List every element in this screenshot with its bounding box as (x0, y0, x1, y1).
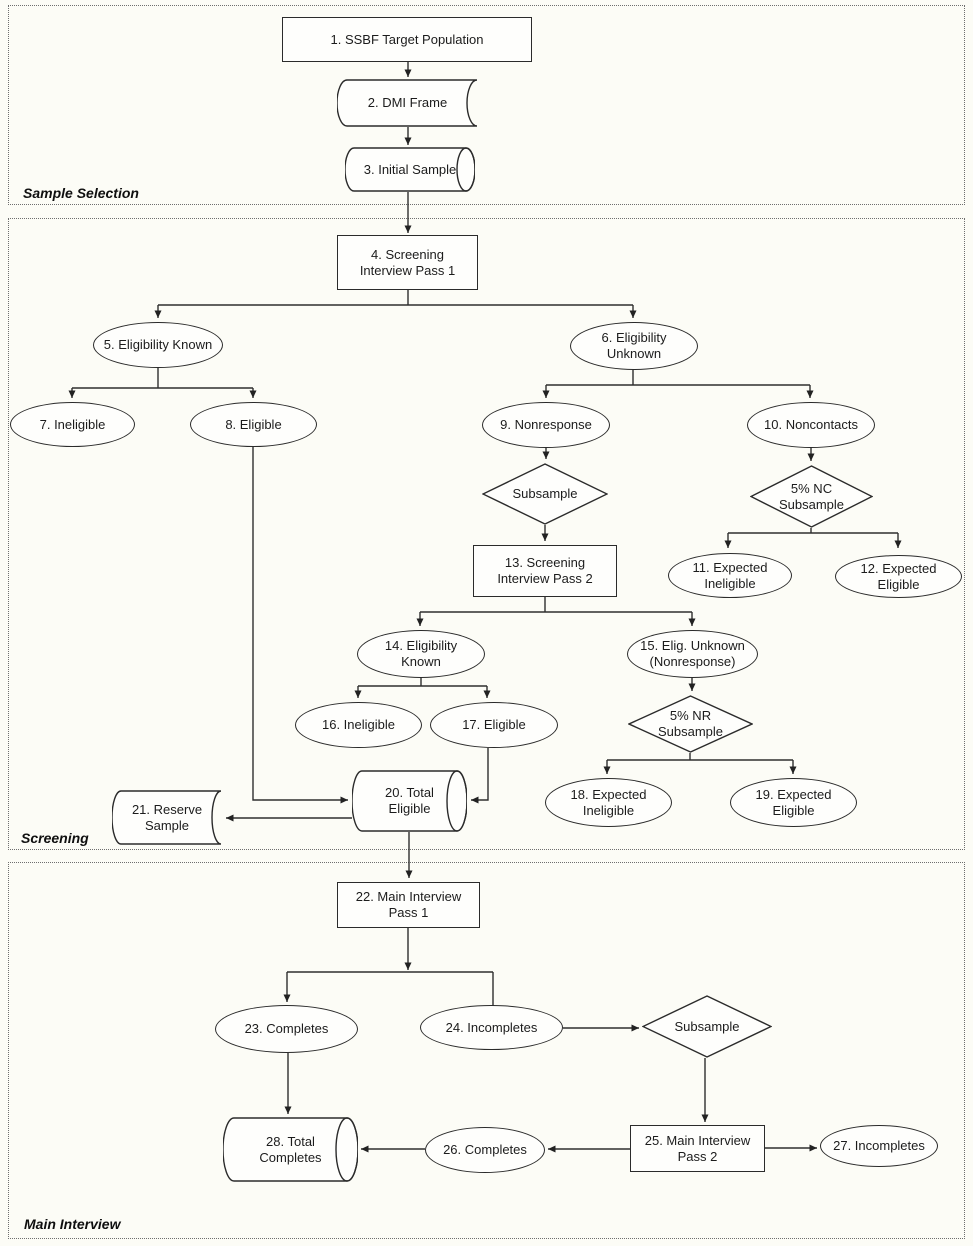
node-label: 19. Expected Eligible (755, 786, 832, 818)
node-15-elig-unknown-nonresponse: 15. Elig. Unknown (Nonresponse) (627, 630, 758, 678)
node-label: 14. Eligibility Known (384, 638, 458, 669)
node-label: 7. Ineligible (39, 416, 106, 432)
node-label: 6. Eligibility Unknown (601, 330, 667, 361)
diamond-shape (628, 695, 753, 753)
edge-4-branch (154, 290, 637, 318)
node-label: 20. Total Eligible (385, 785, 434, 816)
section-main-interview: Main Interview (8, 862, 965, 1239)
edge-14-branch (354, 678, 491, 698)
node-subsample-main-diamond: Subsample (642, 995, 772, 1058)
node-label: 8. Eligible (225, 416, 282, 432)
node-26-completes: 26. Completes (425, 1127, 545, 1173)
cylinder-shape (223, 1117, 358, 1182)
node-23-completes: 23. Completes (215, 1005, 358, 1053)
node-label: 26. Completes (443, 1142, 527, 1158)
node-label: 22. Main Interview Pass 1 (355, 889, 462, 920)
stored-data-shape (112, 790, 222, 845)
stored-data-shape (337, 79, 478, 127)
cylinder-shape (345, 147, 475, 192)
node-label: 15. Elig. Unknown (Nonresponse) (640, 638, 745, 669)
node-label: 11. Expected Ineligible (692, 559, 768, 591)
node-3-initial-sample: 3. Initial Sample (345, 147, 475, 192)
section-sample-selection: Sample Selection (8, 5, 965, 205)
node-25-main-interview-pass-2: 25. Main Interview Pass 2 (630, 1125, 765, 1172)
node-7-ineligible: 7. Ineligible (10, 402, 135, 447)
node-label: 10. Noncontacts (764, 417, 858, 433)
node-5pct-nr-subsample-diamond: 5% NR Subsample (628, 695, 753, 753)
node-19-expected-eligible: 19. Expected Eligible (730, 778, 857, 827)
node-8-eligible: 8. Eligible (190, 402, 317, 447)
section-label-sample-selection: Sample Selection (23, 185, 139, 201)
node-label: 5% NC Subsample (778, 480, 845, 512)
node-label: 24. Incompletes (445, 1019, 538, 1035)
node-label: 12. Expected Eligible (860, 560, 937, 592)
node-16-ineligible: 16. Ineligible (295, 702, 422, 748)
node-2-dmi-frame: 2. DMI Frame (337, 79, 478, 127)
section-label-main-interview: Main Interview (24, 1216, 121, 1232)
node-5pct-nc-subsample-diamond: 5% NC Subsample (750, 465, 873, 528)
node-label: 9. Nonresponse (500, 417, 592, 433)
node-14-eligibility-known: 14. Eligibility Known (357, 630, 485, 678)
cylinder-shape (352, 770, 467, 832)
edge-nr-subsample-branch (603, 753, 797, 774)
node-13-screening-interview-pass-2: 13. Screening Interview Pass 2 (473, 545, 617, 597)
node-5-eligibility-known: 5. Eligibility Known (93, 322, 223, 368)
node-4-screening-interview-pass-1: 4. Screening Interview Pass 1 (337, 235, 478, 290)
node-label: 5% NR Subsample (657, 708, 724, 739)
node-21-reserve-sample: 21. Reserve Sample (112, 790, 222, 845)
node-20-total-eligible: 20. Total Eligible (352, 770, 467, 832)
node-label: 21. Reserve Sample (131, 801, 203, 833)
node-label: 4. Screening Interview Pass 1 (359, 246, 456, 278)
node-label: 16. Ineligible (322, 717, 395, 733)
node-label: 25. Main Interview Pass 2 (644, 1132, 751, 1164)
node-label: 5. Eligibility Known (103, 337, 213, 353)
edge-6-branch (542, 370, 814, 398)
node-label: 2. DMI Frame (367, 95, 448, 111)
node-label: Subsample (512, 486, 578, 502)
node-18-expected-ineligible: 18. Expected Ineligible (545, 778, 672, 827)
node-label: 27. Incompletes (833, 1138, 925, 1154)
edge-8-to-20 (252, 447, 348, 804)
node-label: 3. Initial Sample (363, 161, 457, 177)
section-label-screening: Screening (21, 830, 89, 846)
node-11-expected-ineligible: 11. Expected Ineligible (668, 553, 792, 598)
node-label: 23. Completes (244, 1021, 329, 1037)
node-label: 1. SSBF Target Population (330, 31, 484, 47)
node-28-total-completes: 28. Total Completes (223, 1117, 358, 1182)
node-17-eligible: 17. Eligible (430, 702, 558, 748)
edge-nc-subsample-branch (724, 528, 902, 548)
node-24-incompletes: 24. Incompletes (420, 1005, 563, 1050)
node-label: 28. Total Completes (259, 1133, 322, 1165)
node-6-eligibility-unknown: 6. Eligibility Unknown (570, 322, 698, 370)
node-9-nonresponse: 9. Nonresponse (482, 402, 610, 448)
edge-22-branch (283, 928, 494, 1006)
node-1-ssbf-target-population: 1. SSBF Target Population (282, 17, 532, 62)
edge-17-to-20 (471, 748, 489, 804)
node-label: 18. Expected Ineligible (570, 786, 647, 818)
node-12-expected-eligible: 12. Expected Eligible (835, 555, 962, 598)
diamond-shape (642, 995, 772, 1058)
node-27-incompletes: 27. Incompletes (820, 1125, 938, 1167)
diamond-shape (482, 463, 608, 525)
node-10-noncontacts: 10. Noncontacts (747, 402, 875, 448)
node-label: Subsample (674, 1018, 740, 1034)
edge-13-branch (416, 597, 696, 626)
diamond-shape (750, 465, 873, 528)
edge-5-branch (68, 368, 257, 398)
section-screening: Screening (8, 218, 965, 850)
node-label: 13. Screening Interview Pass 2 (497, 555, 593, 586)
node-22-main-interview-pass-1: 22. Main Interview Pass 1 (337, 882, 480, 928)
node-subsample-screening-diamond: Subsample (482, 463, 608, 525)
node-label: 17. Eligible (462, 717, 526, 733)
